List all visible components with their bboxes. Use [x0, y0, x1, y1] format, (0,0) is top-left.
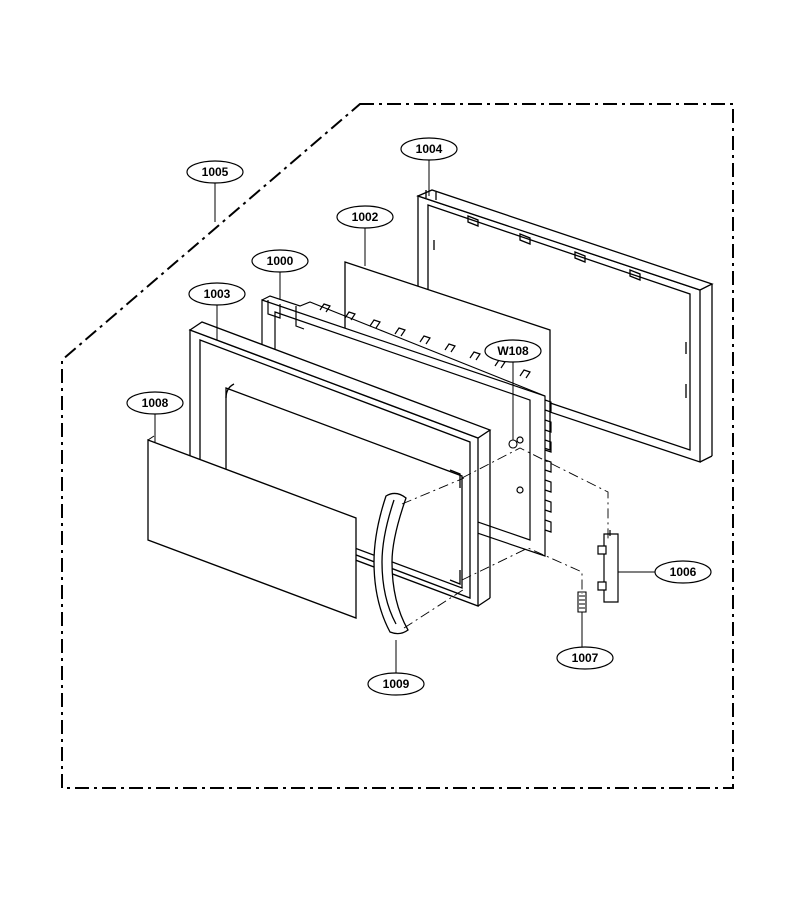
callout-label-1002: 1002 — [352, 210, 379, 224]
assembly-guides — [401, 447, 609, 629]
assembly-boundary — [61, 103, 734, 789]
callout-w108: W108 — [484, 339, 542, 363]
callout-1004: 1004 — [400, 137, 458, 161]
callout-label-w108: W108 — [497, 344, 529, 358]
part-w108-screw[interactable] — [508, 439, 518, 449]
callout-1002: 1002 — [336, 205, 394, 229]
callout-label-1004: 1004 — [416, 142, 443, 156]
callout-1008: 1008 — [126, 391, 184, 415]
callout-1007: 1007 — [556, 646, 614, 670]
callout-label-1006: 1006 — [670, 565, 697, 579]
callout-1006: 1006 — [654, 560, 712, 584]
callout-label-1005: 1005 — [202, 165, 229, 179]
part-1003-front-frame[interactable] — [190, 322, 490, 606]
callout-label-1008: 1008 — [142, 396, 169, 410]
part-1008-front-glass[interactable] — [148, 436, 356, 618]
leader-lines — [154, 160, 655, 673]
callout-label-1000: 1000 — [267, 254, 294, 268]
callout-1003: 1003 — [188, 282, 246, 306]
part-1007-spring[interactable] — [578, 592, 586, 612]
callout-1009: 1009 — [367, 672, 425, 696]
part-1009-handle[interactable] — [374, 493, 408, 633]
part-1004-frame[interactable] — [418, 190, 712, 462]
callout-label-1003: 1003 — [204, 287, 231, 301]
callout-label-1009: 1009 — [383, 677, 410, 691]
callout-1005: 1005 — [186, 160, 244, 184]
callout-1000: 1000 — [251, 249, 309, 273]
callout-label-1007: 1007 — [572, 651, 599, 665]
part-1006-latch[interactable] — [598, 530, 618, 602]
